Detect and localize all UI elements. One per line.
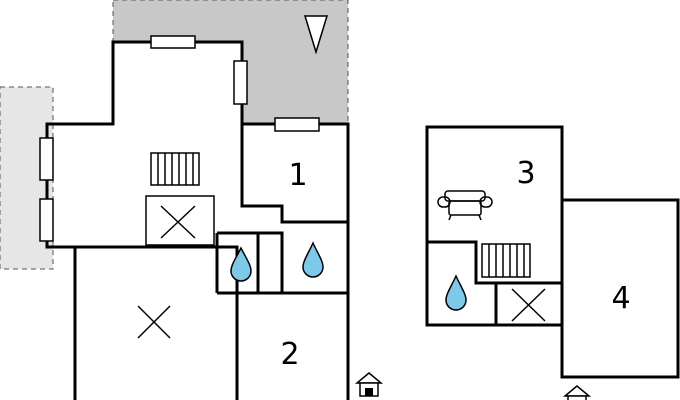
window — [274, 117, 320, 132]
cross-void-icon — [145, 195, 215, 246]
window — [39, 137, 54, 181]
room-number-2: 2 — [280, 337, 299, 372]
window — [150, 35, 196, 49]
stairs-icon — [150, 152, 200, 186]
north-arrow-icon — [303, 15, 329, 55]
water-drop-icon — [445, 274, 467, 311]
stairs-icon — [481, 243, 531, 278]
cross-void-icon — [511, 288, 546, 322]
sofa-icon — [437, 190, 493, 221]
window — [39, 198, 54, 242]
cross-void-icon — [137, 305, 171, 339]
building-right — [425, 125, 680, 379]
room-number-1: 1 — [288, 158, 307, 193]
water-drop-icon — [302, 241, 324, 278]
room-number-4: 4 — [611, 281, 630, 316]
house-entrance-icon — [562, 385, 592, 400]
house-entrance-icon — [354, 372, 384, 397]
water-drop-icon — [230, 246, 252, 282]
window — [233, 60, 248, 105]
room-number-3: 3 — [516, 156, 535, 191]
